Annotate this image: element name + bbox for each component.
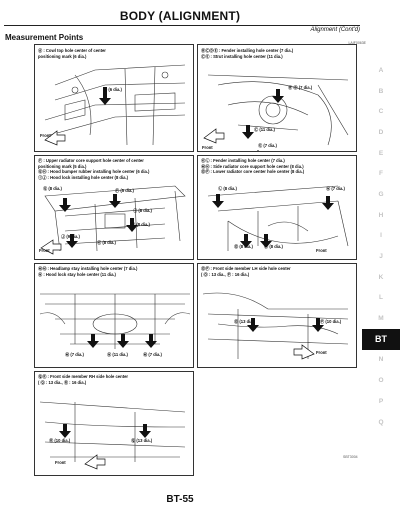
label-C: Ⓒ (11 dia.): [254, 127, 275, 132]
label-H: Ⓗ (8 dia.): [131, 222, 150, 227]
caption-line: Ⓝ : Hood lock stay hole center (11 dia.): [38, 271, 116, 277]
caption-line: Ⓕ : Upper radiator core support hole cen…: [38, 158, 144, 163]
front-label: Front: [55, 460, 66, 465]
index-tab[interactable]: D: [378, 128, 384, 136]
index-tab[interactable]: Q: [378, 418, 384, 426]
label-BD: Ⓑ Ⓓ (7 dia.): [288, 85, 313, 90]
caption-line: positioning mark (6 dia.): [38, 53, 87, 59]
label-F: Ⓕ (5 dia.): [115, 188, 134, 193]
label-O: Ⓞ (8 dia.): [234, 244, 253, 249]
front-side-member-lh-drawing: [202, 292, 349, 360]
label-O: Ⓞ (13 dia.): [234, 319, 256, 324]
panel-radiator-core-side: ⓀⓁ : Fender installing hole center (7 di…: [197, 155, 357, 260]
section-index-sidebar: A B C D E F G H I J K L M BT N O P Q: [362, 60, 400, 432]
label-I: Ⓘ (8 dia.): [133, 208, 152, 213]
caption-line: ⒸⒺ : Strut installing hole center (11 di…: [201, 53, 283, 59]
fender-strut-drawing: [203, 74, 349, 151]
panel-front-side-member-lh: ⓄⓅ : Front side member LH side hole cent…: [197, 263, 357, 368]
index-tab-active[interactable]: BT: [362, 328, 400, 350]
index-tab[interactable]: A: [378, 66, 384, 74]
index-tab[interactable]: N: [378, 356, 384, 364]
panel-fender-strut: ⒷⒸⒹⒺ : Fender installing hole center (7 …: [197, 44, 357, 152]
index-tab[interactable]: F: [379, 170, 383, 178]
caption-line: ⓄⓅ : Lower radiator core center hole cen…: [201, 169, 305, 175]
label-M-left: Ⓜ (7 dia.): [65, 352, 84, 357]
figure-id-top: LAIF0063E: [348, 41, 366, 45]
index-tab[interactable]: P: [378, 397, 384, 405]
section-title: Measurement Points: [5, 33, 84, 42]
figure-id-bottom: SBT3004: [343, 455, 358, 459]
caption-line: ⓆⓇ : Front side member RH side hole cent…: [38, 374, 129, 379]
index-tab[interactable]: H: [378, 211, 384, 219]
label-P: Ⓟ (10 dia.): [320, 319, 342, 324]
headlamp-stay-drawing: [39, 293, 191, 349]
front-label: Front: [316, 248, 327, 253]
caption-line: Ⓐ : Cowl top hole center of center: [38, 48, 106, 53]
caption-line: ( Ⓞ : 13 dia., Ⓟ : 16 dia.): [201, 271, 250, 277]
index-tab[interactable]: E: [378, 149, 384, 157]
caption-line: ⒷⒸⒹⒺ : Fender installing hole center (7 …: [201, 48, 294, 53]
caption-line: ( Ⓠ : 13 dia., Ⓡ : 16 dia.): [38, 379, 87, 385]
front-label: Front: [202, 145, 213, 150]
label-P: Ⓟ (8 dia.): [264, 244, 283, 249]
radiator-core-upper-drawing: [40, 185, 186, 255]
caption-line: ⓀⓁ : Fender installing hole center (7 di…: [201, 158, 285, 163]
label-M-right: Ⓜ (7 dia.): [143, 352, 162, 357]
label-N: Ⓝ (11 dia.): [107, 352, 128, 357]
panel-front-side-member-rh: ⓆⓇ : Front side member RH side hole cent…: [34, 371, 194, 476]
front-label: Front: [39, 248, 50, 253]
cowl-top-drawing: [44, 64, 186, 146]
label-N: Ⓝ (7 dia.): [326, 186, 345, 191]
header-rule: [4, 25, 360, 26]
label-R: Ⓡ (10 dia.): [49, 438, 71, 443]
index-tab[interactable]: L: [379, 294, 383, 302]
caption-line: ⓂⓃ : Side radiator core support hole cen…: [201, 163, 304, 169]
label-G: Ⓖ (8 dia.): [43, 186, 62, 191]
caption-line: ⓄⓅ : Front side member LH side hole cent…: [201, 266, 291, 271]
page-title: BODY (ALIGNMENT): [119, 9, 241, 23]
label-L: Ⓛ (8 dia.): [218, 186, 237, 191]
index-tab[interactable]: G: [378, 190, 384, 198]
index-tab[interactable]: J: [379, 253, 383, 261]
caption-line: ⒾⒿ : Hood lock installing hole center (8…: [38, 174, 129, 180]
index-tab[interactable]: K: [378, 273, 384, 281]
caption-line: ⒼⒽ : Hood bumper rubber installing hole …: [38, 169, 150, 175]
front-label: Front: [40, 133, 51, 138]
label-A: Ⓐ (6 dia.): [103, 87, 122, 92]
panel-cowl-top: Ⓐ : Cowl top hole center of center posit…: [34, 44, 194, 152]
index-tab[interactable]: M: [378, 315, 384, 323]
index-tab[interactable]: C: [378, 108, 384, 116]
panel-radiator-core-upper: Ⓕ : Upper radiator core support hole cen…: [34, 155, 194, 260]
front-side-member-rh-drawing: [39, 401, 186, 470]
page-number: BT-55: [166, 494, 194, 505]
index-tab[interactable]: B: [378, 87, 384, 95]
label-J: Ⓙ (9 dia.): [61, 234, 80, 239]
label-E: Ⓔ (7 dia.): [258, 143, 277, 148]
caption-line: ⓂⓂ : Headlamp stay installing hole cente…: [38, 266, 138, 271]
index-tab[interactable]: I: [380, 232, 382, 240]
label-K: Ⓚ (8 dia.): [97, 240, 116, 245]
caption-line: positioning mark (5 dia.): [38, 163, 87, 169]
front-label: Front: [316, 350, 327, 355]
index-tab[interactable]: O: [378, 377, 384, 385]
header-subtitle: Alignment (Cont'd): [310, 27, 361, 33]
radiator-core-side-drawing: [207, 185, 349, 251]
panel-headlamp-stay: ⓂⓂ : Headlamp stay installing hole cente…: [34, 263, 194, 368]
label-Q: Ⓠ (13 dia.): [131, 438, 153, 443]
